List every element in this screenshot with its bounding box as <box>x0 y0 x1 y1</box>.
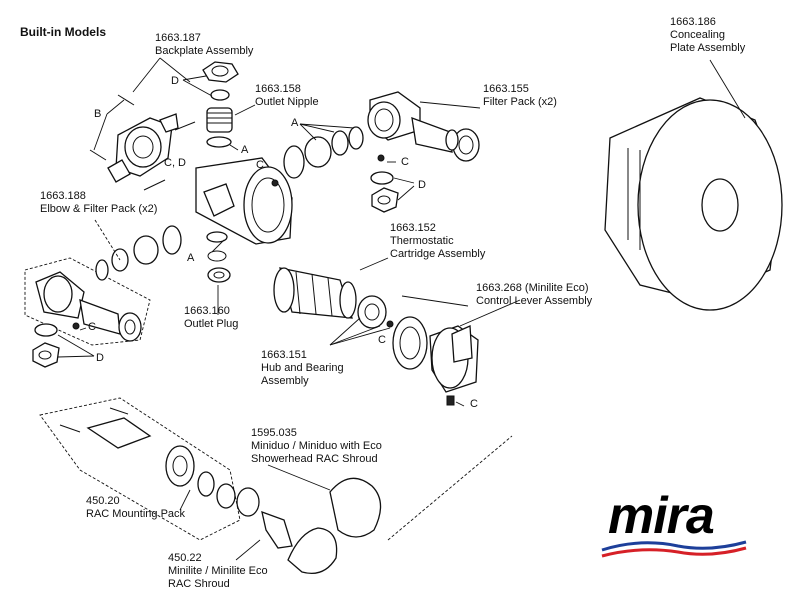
label-outlet-nipple-code: 1663.158 <box>255 83 301 95</box>
miniduo-shroud <box>329 477 382 538</box>
backplate-assembly <box>107 113 179 183</box>
callout-a: A <box>291 117 299 129</box>
label-filter-pack-code: 1663.155 <box>483 83 529 95</box>
label-miniduo-name1: Miniduo / Miniduo with Eco <box>251 440 382 452</box>
label-filter-pack-name: Filter Pack (x2) <box>483 96 557 108</box>
label-filter-pack: 1663.155 Filter Pack (x2) <box>483 83 557 109</box>
label-rac-mounting: 450.20 RAC Mounting Pack <box>86 495 185 521</box>
diagram-heading: Built-in Models <box>20 25 106 39</box>
thermostatic-cartridge <box>273 267 394 329</box>
label-elbow-filter-code: 1663.188 <box>40 190 86 202</box>
label-outlet-plug: 1663.160 Outlet Plug <box>184 305 238 331</box>
label-rac-mounting-name: RAC Mounting Pack <box>86 508 186 520</box>
callout-a: A <box>187 252 195 264</box>
control-lever-assembly <box>392 316 479 406</box>
label-outlet-plug-name: Outlet Plug <box>184 318 239 330</box>
label-minilite-shroud: 450.22 Minilite / Minilite Eco RAC Shrou… <box>168 552 268 591</box>
callout-c: C <box>378 334 386 346</box>
logo-wave-blue <box>601 540 747 552</box>
label-hub-bearing: 1663.151 Hub and Bearing Assembly <box>261 349 344 388</box>
label-outlet-nipple-name: Outlet Nipple <box>255 96 319 108</box>
filter-pack-caps <box>370 154 399 213</box>
label-hub-bearing-name2: Assembly <box>261 375 309 387</box>
label-concealing-plate-code: 1663.186 <box>670 16 716 28</box>
elbow-filter-caps <box>32 322 80 368</box>
label-miniduo-shroud: 1595.035 Miniduo / Miniduo with Eco Show… <box>251 427 382 466</box>
filter-pack-elbow <box>283 91 480 179</box>
mira-logo-text: mira <box>608 487 715 545</box>
label-outlet-plug-code: 1663.160 <box>184 305 230 317</box>
callout-a: A <box>241 144 249 156</box>
minilite-shroud <box>287 527 338 575</box>
valve-body <box>195 157 293 245</box>
label-hub-bearing-name1: Hub and Bearing <box>261 362 344 374</box>
label-hub-bearing-code: 1663.151 <box>261 349 307 361</box>
callout-d: D <box>418 179 426 191</box>
label-minilite-name2: RAC Shroud <box>168 578 230 590</box>
callout-c: C <box>256 159 264 171</box>
callout-d: D <box>171 75 179 87</box>
label-cartridge-name2: Cartridge Assembly <box>390 248 486 260</box>
label-backplate-name: Backplate Assembly <box>155 45 254 57</box>
label-control-lever: 1663.268 (Minilite Eco) Control Lever As… <box>476 282 592 308</box>
outlet-plug-stack <box>206 231 231 283</box>
label-elbow-filter-name: Elbow & Filter Pack (x2) <box>40 203 158 215</box>
mira-logo-waves <box>601 540 747 558</box>
callout-c: C <box>470 398 478 410</box>
label-miniduo-name2: Showerhead RAC Shroud <box>251 453 378 465</box>
label-thermostatic-cartridge: 1663.152 Thermostatic Cartridge Assembly <box>390 222 485 261</box>
backplate-screws <box>89 94 196 191</box>
label-concealing-plate-name2: Plate Assembly <box>670 42 746 54</box>
label-concealing-plate-name1: Concealing <box>670 29 726 41</box>
elbow-filter-pack <box>24 225 182 346</box>
leader-lines <box>57 57 746 561</box>
callout-c: C <box>88 321 96 333</box>
label-concealing-plate: 1663.186 Concealing Plate Assembly <box>670 16 745 55</box>
concealing-plate <box>604 97 783 311</box>
label-control-lever-name: Control Lever Assembly <box>476 295 593 307</box>
rac-mounting-pack <box>39 397 293 549</box>
callout-d: D <box>96 352 104 364</box>
label-minilite-name1: Minilite / Minilite Eco <box>168 565 268 577</box>
callout-b: B <box>94 108 102 120</box>
label-rac-mounting-code: 450.20 <box>86 495 120 507</box>
logo-wave-red <box>601 546 747 558</box>
callout-c: C <box>401 156 409 168</box>
label-cartridge-code: 1663.152 <box>390 222 436 234</box>
label-control-lever-code: 1663.268 (Minilite Eco) <box>476 282 589 294</box>
label-backplate-assembly: 1663.187 Backplate Assembly <box>155 32 253 58</box>
label-outlet-nipple: 1663.158 Outlet Nipple <box>255 83 319 109</box>
label-cartridge-name1: Thermostatic <box>390 235 454 247</box>
label-elbow-filter-pack: 1663.188 Elbow & Filter Pack (x2) <box>40 190 157 216</box>
label-backplate-code: 1663.187 <box>155 32 201 44</box>
callout-c-d: C, D <box>164 157 186 169</box>
outlet-nipple-stack <box>202 61 239 148</box>
label-miniduo-code: 1595.035 <box>251 427 297 439</box>
label-minilite-code: 450.22 <box>168 552 202 564</box>
